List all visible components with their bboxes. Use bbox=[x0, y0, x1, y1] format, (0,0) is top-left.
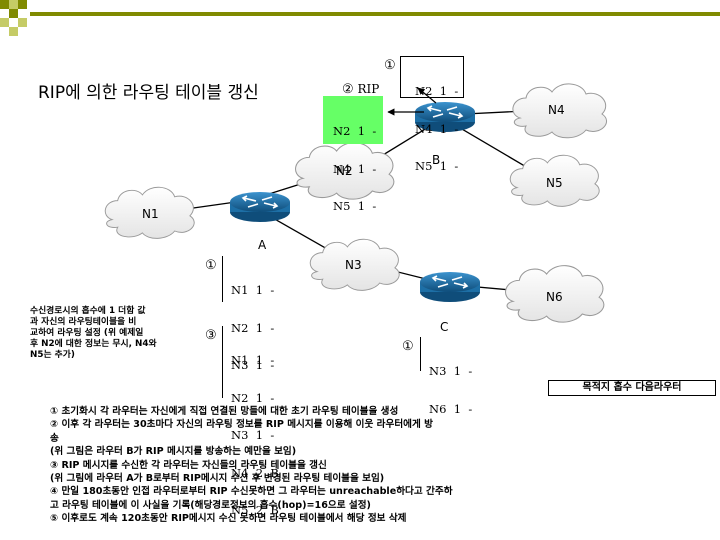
table-row: N5 1 - bbox=[415, 159, 459, 173]
routing-table-a-initial: N1 1 - N2 1 - N3 1 - bbox=[222, 256, 282, 371]
table-row: N2 1 - bbox=[333, 124, 377, 138]
decor-square-7 bbox=[9, 27, 18, 36]
router-label-a: A bbox=[258, 238, 267, 252]
decor-square-1 bbox=[0, 0, 9, 9]
decor-square-5 bbox=[0, 18, 9, 27]
table-row: N3 1 - bbox=[429, 364, 473, 378]
decor-square-3 bbox=[18, 0, 27, 9]
network-label-n3: N3 bbox=[345, 258, 362, 272]
router-a bbox=[229, 191, 291, 223]
rip-message-table: N2 1 - N4 1 - N5 1 - bbox=[323, 96, 383, 212]
network-label-n6: N6 bbox=[546, 290, 563, 304]
step-line: ② 이후 각 라우터는 30초마다 자신의 라우팅 정보를 RIP 메시지를 이… bbox=[50, 419, 433, 431]
table-row: N4 1 - bbox=[333, 161, 377, 176]
table-legend: 목적지 홉수 다음라우터 bbox=[548, 380, 716, 396]
side-note-line: 교하여 라우팅 설정 (위 예제일 bbox=[30, 328, 144, 338]
decor-square-6 bbox=[18, 18, 27, 27]
network-label-n1: N1 bbox=[142, 207, 159, 221]
table-row: N4 1 - bbox=[415, 121, 459, 136]
side-note-line: 과 자신의 라우팅테이블을 비 bbox=[30, 317, 137, 327]
decor-square-2 bbox=[9, 0, 18, 9]
rip-text: RIP bbox=[357, 82, 380, 96]
rip-message-label: ② RIP bbox=[342, 82, 379, 97]
table-row: N3 1 - bbox=[231, 428, 275, 442]
rip-step-marker: ② bbox=[342, 82, 354, 97]
routing-table-b-initial: N2 1 - N4 1 - N5 1 - bbox=[400, 56, 464, 172]
step-line: ④ 만일 180초동안 인접 라우터로부터 RIP 수신못하면 그 라우터는 u… bbox=[50, 486, 453, 498]
table-row: N6 1 - bbox=[429, 401, 473, 416]
step-line: 송 bbox=[50, 432, 59, 444]
table-row: N1 1 - bbox=[231, 353, 275, 367]
router-label-b: B bbox=[432, 153, 441, 167]
table-row: N2 1 - bbox=[231, 390, 275, 405]
step-description-list: ① 초기화시 각 라우터는 자신에게 직접 연결된 망들에 대한 초기 라우팅 … bbox=[50, 405, 715, 526]
routing-table-c: N3 1 - N6 1 - bbox=[420, 337, 482, 415]
rip-arrow-up bbox=[417, 87, 437, 104]
router-c bbox=[419, 271, 481, 303]
step-line: ⑤ 이후로도 계속 120초동안 RIP메시지 수신 못하면 라우팅 테이블에서… bbox=[50, 513, 407, 525]
decor-square-4 bbox=[9, 9, 18, 18]
step-line: 고 라우팅 테이블에 이 사실을 기록(해당경로정보의 홉수(hop)=16으로… bbox=[50, 499, 371, 511]
side-note-line: N5는 추가) bbox=[30, 350, 75, 360]
table-row: N3 1 - bbox=[231, 358, 275, 372]
router-label-c: C bbox=[440, 320, 449, 334]
table-row: N2 1 - bbox=[231, 320, 275, 335]
page-title: RIP에 의한 라우팅 테이블 갱신 bbox=[38, 83, 259, 103]
side-note: 수신경로시의 흡수에 1 더함 값 과 자신의 라우팅테이블을 비 교하여 라우… bbox=[30, 306, 210, 361]
side-note-line: 수신경로시의 흡수에 1 더함 값 bbox=[30, 306, 146, 316]
table-row: N5 2 B bbox=[231, 503, 279, 517]
table-row: N5 1 - bbox=[333, 199, 377, 213]
network-label-n5: N5 bbox=[546, 176, 563, 190]
side-note-line: 후 N2에 대한 정보는 무시, N4와 bbox=[30, 339, 157, 349]
network-label-n4: N4 bbox=[548, 103, 565, 117]
table-row: N4 2 B bbox=[231, 465, 279, 480]
header-bar bbox=[30, 12, 720, 16]
step-line: (위 그림은 라우터 B가 RIP 메시지를 방송하는 예만을 보임) bbox=[50, 446, 297, 458]
step-marker-c: ① bbox=[402, 339, 414, 354]
routing-table-a-updated: N1 1 - N2 1 - N3 1 - N4 2 B N5 2 B bbox=[222, 326, 282, 516]
step-line: (위 그림에 라우터 A가 B로부터 RIP메시지 수신 후 변경된 라우팅 테… bbox=[50, 473, 385, 485]
step-marker-a-initial: ① bbox=[205, 258, 217, 273]
rip-broadcast-arrows bbox=[387, 87, 437, 116]
table-row: N2 1 - bbox=[415, 84, 459, 98]
step-line: ③ RIP 메시지를 수신한 각 라우터는 자신들의 라우팅 테이블을 갱신 bbox=[50, 459, 327, 471]
network-label-n2: N2 bbox=[336, 164, 353, 178]
step-marker-b: ① bbox=[384, 58, 396, 73]
step-line: ① 초기화시 각 라우터는 자신에게 직접 연결된 망들에 대한 초기 라우팅 … bbox=[50, 406, 399, 417]
step-marker-a-updated: ③ bbox=[205, 328, 217, 343]
table-row: N1 1 - bbox=[231, 283, 275, 297]
